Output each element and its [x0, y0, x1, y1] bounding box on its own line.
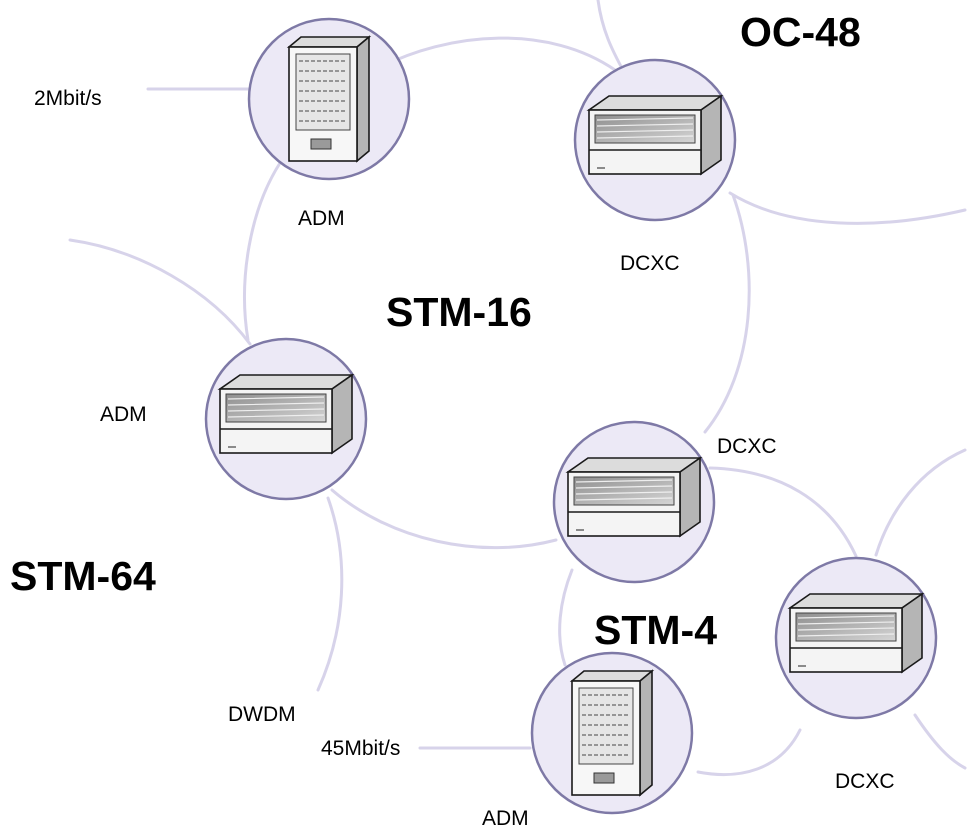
- stm4-ring-left: [558, 568, 574, 667]
- node-dcxc-mid[interactable]: [552, 420, 716, 584]
- stm4-ring-top: [708, 466, 858, 558]
- node-label-dcxc-right: DCXC: [835, 770, 895, 793]
- oc48-ring-arc: [596, 0, 626, 74]
- stm4-ring-bottom: [696, 728, 802, 776]
- tributary-label-45mbit: 45Mbit/s: [321, 737, 400, 760]
- chassis-device-icon: [567, 457, 701, 537]
- link-label-dwdm: DWDM: [228, 703, 296, 726]
- node-label-adm-left: ADM: [100, 403, 147, 426]
- network-label-stm4: STM-4: [594, 607, 717, 653]
- node-label-dcxc-mid: DCXC: [717, 435, 777, 458]
- rack-server-icon: [288, 36, 370, 162]
- node-adm-top[interactable]: [247, 17, 411, 181]
- network-label-stm64: STM-64: [10, 553, 156, 599]
- stm16-ring-left-top: [243, 161, 282, 342]
- ring-lines: [68, 0, 967, 776]
- stm16-ring-right: [703, 193, 751, 434]
- oc48-ring-arc-right: [728, 191, 967, 225]
- node-label-adm-bottom: ADM: [482, 807, 529, 830]
- node-dcxc-top[interactable]: [573, 58, 737, 222]
- stm16-ring-bottom: [330, 488, 558, 550]
- stm64-ring-bottom: [316, 496, 344, 692]
- node-label-dcxc-top: DCXC: [620, 252, 680, 275]
- network-label-oc48: OC-48: [740, 9, 861, 55]
- stm16-ring-top: [373, 36, 617, 72]
- tributary-label-2mbit: 2Mbit/s: [34, 87, 102, 110]
- right-ring-bottom: [913, 713, 967, 770]
- chassis-device-icon: [789, 593, 923, 673]
- node-adm-bottom[interactable]: [530, 651, 694, 815]
- node-dcxc-right[interactable]: [774, 556, 938, 720]
- chassis-device-icon: [219, 374, 353, 454]
- stm64-ring-top: [68, 238, 252, 346]
- node-label-adm-top: ADM: [298, 207, 345, 230]
- network-label-stm16: STM-16: [386, 289, 532, 335]
- right-ring-top: [874, 448, 967, 557]
- rack-server-icon: [571, 670, 653, 796]
- chassis-device-icon: [588, 95, 722, 175]
- node-adm-left[interactable]: [204, 337, 368, 501]
